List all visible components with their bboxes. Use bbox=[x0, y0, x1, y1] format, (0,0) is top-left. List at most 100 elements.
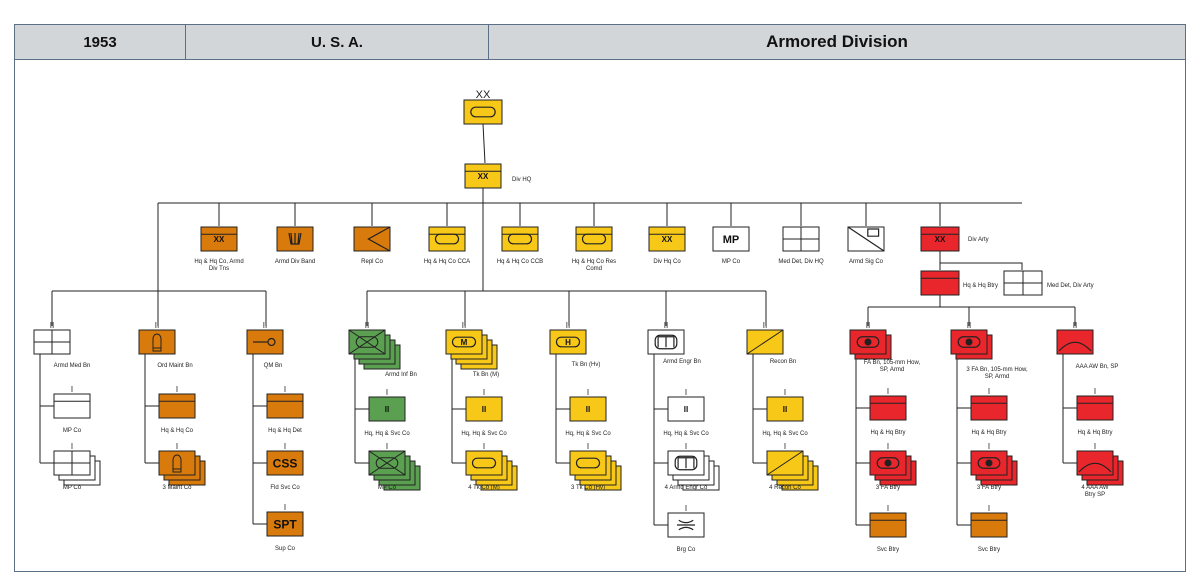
armd-inf-bn-child-2-label: MP Co bbox=[378, 485, 397, 491]
armd-engr-bn-echelon: II bbox=[664, 321, 668, 330]
div-hq-symbol-text: XX bbox=[478, 172, 489, 181]
armd-inf-bn-child-1-text: II bbox=[385, 405, 389, 414]
med-det-div-hq bbox=[782, 226, 820, 252]
qm-bn-child-2-label: Fld Svc Co bbox=[270, 485, 300, 491]
qm-bn-echelon: II bbox=[263, 321, 267, 330]
fa-bn-105-child-1-echelon: I bbox=[887, 387, 889, 396]
qm-bn-child-1: I bbox=[266, 385, 304, 419]
div-hq-co: XX bbox=[648, 226, 686, 252]
ord-maint-bn-child-2: I bbox=[158, 442, 206, 486]
aaa-aw-bn: II bbox=[1056, 321, 1094, 355]
fa-bn-3-child-3-echelon: I bbox=[988, 504, 990, 513]
armd-engr-bn: II bbox=[647, 321, 685, 355]
div-arty-text: XX bbox=[935, 235, 946, 244]
qm-bn-child-3-echelon: I bbox=[284, 503, 286, 512]
armd-inf-bn-child-1: III bbox=[368, 388, 406, 422]
div-hq-co-text: XX bbox=[662, 235, 673, 244]
recon-bn-child-1-text: II bbox=[783, 405, 787, 414]
aaa-aw-bn-child-2-echelon: I bbox=[1094, 442, 1096, 451]
fa-bn-3-label: 3 FA Bn, 105-mm How,SP, Armd bbox=[966, 367, 1028, 380]
armd-med-bn-child-1-echelon: I bbox=[71, 385, 73, 394]
tk-bn-hv-child-1: III bbox=[569, 388, 607, 422]
armd-med-bn-child-2-label: MP Co bbox=[63, 485, 82, 491]
qm-bn-child-3-text: SPT bbox=[273, 517, 297, 531]
tk-bn-m-child-2: I bbox=[465, 442, 518, 491]
tk-bn-m-child-1-text: II bbox=[482, 405, 486, 414]
qm-bn-child-2-text: CSS bbox=[273, 456, 298, 470]
recon-bn-child-1-echelon: I bbox=[784, 388, 786, 397]
armd-med-bn-echelon: II bbox=[50, 321, 54, 330]
div-top-symbol-echelon: XX bbox=[476, 89, 491, 101]
hq-co-ccb-label: Hq & Hq Co CCB bbox=[497, 259, 543, 265]
tk-bn-m-child-2-echelon: I bbox=[483, 442, 485, 451]
fa-bn-3-child-2-echelon: I bbox=[988, 442, 990, 451]
armd-engr-bn-child-3-label: Brg Co bbox=[677, 547, 696, 553]
aaa-aw-bn-child-1: I bbox=[1076, 387, 1114, 421]
armd-med-bn-child-1: I bbox=[53, 385, 91, 419]
ord-maint-bn-child-2-echelon: I bbox=[176, 442, 178, 451]
armd-med-bn-child-2: I bbox=[53, 442, 101, 486]
fa-bn-105-child-3-label: Svc Btry bbox=[877, 547, 899, 553]
armd-inf-bn-label: Armd Inf Bn bbox=[385, 372, 417, 378]
recon-bn-child-2-label: 4 Recon Co bbox=[769, 485, 801, 491]
fa-bn-105-child-2-label: 3 FA Btry bbox=[876, 485, 900, 491]
armd-engr-bn-child-1-echelon: I bbox=[685, 388, 687, 397]
fa-bn-105-child-3-echelon: I bbox=[887, 504, 889, 513]
armd-engr-bn-label: Armd Engr Bn bbox=[663, 359, 701, 365]
ord-maint-bn-child-1-echelon: I bbox=[176, 385, 178, 394]
fa-bn-3: II bbox=[950, 321, 993, 360]
armd-inf-bn-child-1-echelon: I bbox=[386, 388, 388, 397]
arty-hq-hq-btry bbox=[920, 270, 960, 296]
fa-bn-3-echelon: II bbox=[967, 321, 971, 330]
armd-sig-co-label: Armd Sig Co bbox=[849, 259, 884, 265]
recon-bn-child-2-echelon: I bbox=[784, 442, 786, 451]
tk-bn-m-child-1: III bbox=[465, 388, 503, 422]
qm-bn-child-1-label: Hq & Hq Det bbox=[268, 428, 302, 434]
hq-co-armd-div-tns-text: XX bbox=[214, 235, 225, 244]
tk-bn-hv-child-1-echelon: I bbox=[587, 388, 589, 397]
fa-bn-3-child-2-label: 3 FA Btry bbox=[977, 485, 1001, 491]
repl-co-label: Repl Co bbox=[361, 259, 383, 265]
tk-bn-m-echelon: II bbox=[462, 321, 466, 330]
fa-bn-3-child-1-label: Hq & Hq Btry bbox=[971, 430, 1006, 436]
recon-bn-echelon: II bbox=[763, 321, 767, 330]
ord-maint-bn-label: Ord Maint Bn bbox=[157, 363, 192, 369]
armd-div-band-label: Armd Div Band bbox=[275, 259, 315, 265]
aaa-aw-bn-child-1-echelon: I bbox=[1094, 387, 1096, 396]
armd-med-bn: II bbox=[33, 321, 71, 355]
armd-engr-bn-child-1-text: II bbox=[684, 405, 688, 414]
fa-bn-105: II bbox=[849, 321, 892, 360]
armd-inf-bn-child-1-label: Hq, Hq & Svc Co bbox=[364, 431, 410, 437]
qm-bn-child-3: SPT I bbox=[266, 503, 304, 537]
div-hq-label: Div HQ bbox=[512, 177, 532, 183]
aaa-aw-bn-child-2: I bbox=[1076, 442, 1124, 486]
armd-engr-bn-child-3: I bbox=[667, 504, 705, 538]
tk-bn-hv-child-2: I bbox=[569, 442, 622, 491]
med-det-div-hq-label: Med Det, Div HQ bbox=[778, 259, 824, 265]
tk-bn-hv-label: Tk Bn (Hv) bbox=[572, 362, 601, 368]
armd-med-bn-child-2-echelon: I bbox=[71, 442, 73, 451]
qm-bn-child-2-echelon: I bbox=[284, 442, 286, 451]
hq-co-cca bbox=[428, 226, 466, 252]
qm-bn-child-1-echelon: I bbox=[284, 385, 286, 394]
armd-inf-bn-child-2: I bbox=[368, 442, 421, 491]
arty-hq-label: Hq & Hq Btry bbox=[963, 283, 998, 289]
fa-bn-3-child-3: I bbox=[970, 504, 1008, 538]
qm-bn-label: QM Bn bbox=[264, 363, 283, 369]
tk-bn-hv-child-2-echelon: I bbox=[587, 442, 589, 451]
fa-bn-3-child-1: I bbox=[970, 387, 1008, 421]
tk-bn-m-text: M bbox=[461, 338, 468, 347]
div-hq-symbol: XX bbox=[464, 163, 502, 189]
fa-bn-105-child-1-label: Hq & Hq Btry bbox=[870, 430, 905, 436]
header-country: U. S. A. bbox=[184, 24, 490, 60]
armd-engr-bn-child-2: I bbox=[667, 442, 720, 491]
tk-bn-hv-echelon: II bbox=[566, 321, 570, 330]
ord-maint-bn: II bbox=[138, 321, 176, 355]
fa-bn-105-child-3: I bbox=[869, 504, 907, 538]
header-year: 1953 bbox=[14, 24, 186, 60]
armd-div-band bbox=[276, 226, 314, 252]
